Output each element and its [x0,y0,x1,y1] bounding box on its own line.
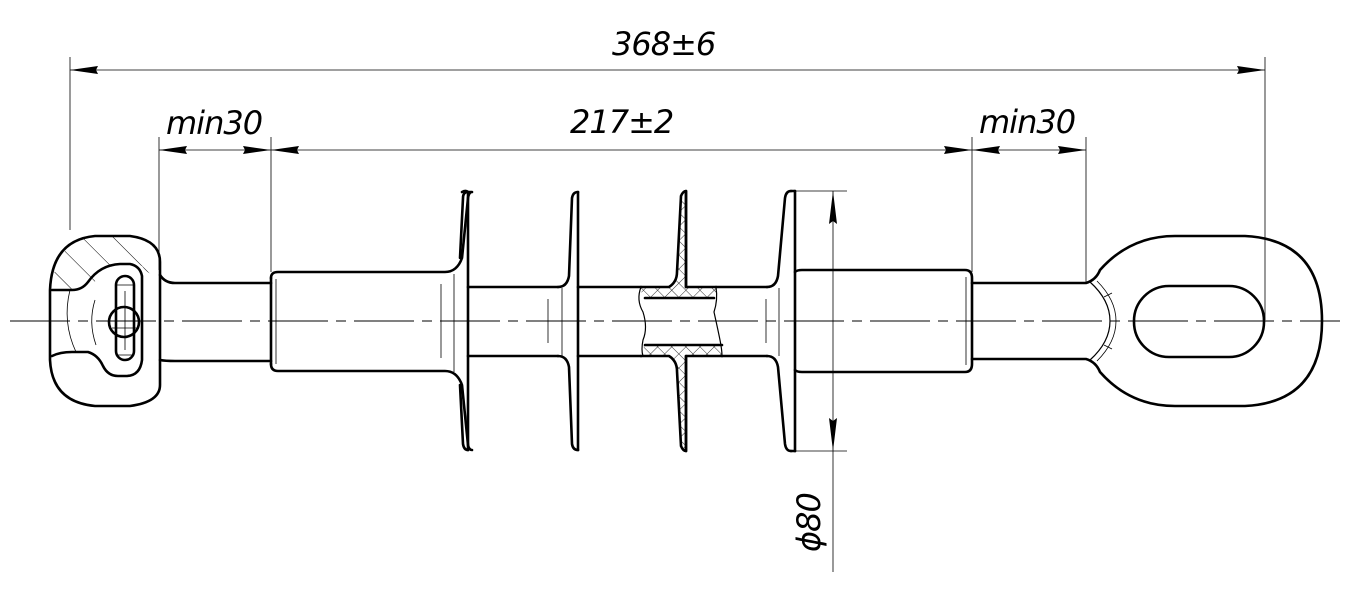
dimension-text-insulating: 217±2 [570,103,673,141]
shed-1 [453,189,470,452]
dimension-overall-length: 368±6 [69,25,1266,320]
shed-3-section [638,189,724,453]
dimension-shed-diameter: ϕ80 [790,190,847,572]
shed-2 [547,190,580,452]
right-sleeve [793,268,974,374]
dimension-text-diameter: ϕ80 [790,493,828,552]
shed-4 [765,189,797,453]
left-socket-fitting [48,234,273,408]
left-sleeve [269,190,474,452]
dimension-text-left-min: min30 [166,104,262,142]
right-eye-fitting [970,234,1324,408]
dimension-insulating-length: 217±2 [271,103,972,154]
dimension-text-overall: 368±6 [612,25,715,63]
dimension-text-right-min: min30 [979,103,1075,141]
dimension-left-fitting: min30 [158,104,272,272]
dimension-right-fitting: min30 [971,103,1087,283]
